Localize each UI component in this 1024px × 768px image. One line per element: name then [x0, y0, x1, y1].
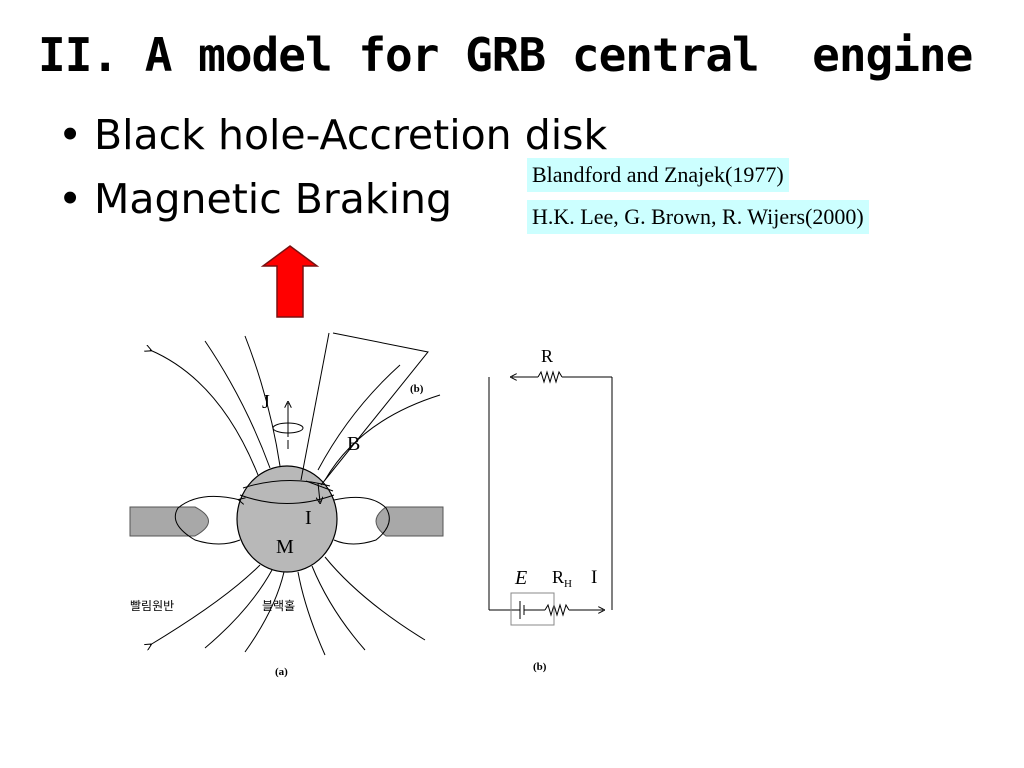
- label-current-i: I: [591, 567, 597, 588]
- figure-b-caption: (b): [533, 661, 547, 673]
- bullet-marker: •: [58, 175, 83, 223]
- black-hole-diagram: [129, 332, 444, 656]
- label-j: J: [262, 391, 270, 413]
- label-i: I: [305, 507, 312, 529]
- accretion-disk-right: [375, 506, 444, 537]
- up-arrow-icon: [260, 245, 320, 318]
- figure-a-caption: (a): [275, 666, 288, 678]
- bullet-list: •Black hole-Accretion disk •Magnetic Bra…: [58, 108, 607, 236]
- reference-box: H.K. Lee, G. Brown, R. Wijers(2000): [527, 200, 869, 234]
- label-rh-main: R: [552, 567, 564, 587]
- bullet-text: Magnetic Braking: [94, 175, 453, 223]
- accretion-disk-left: [129, 506, 209, 537]
- accretion-disk-label: 빨림원반: [130, 599, 174, 613]
- label-e: E: [514, 567, 527, 589]
- black-hole-label: 블랙홀: [262, 599, 295, 613]
- label-b: B: [347, 433, 360, 455]
- black-hole-sphere: [236, 465, 338, 573]
- label-rh: RH: [552, 567, 572, 590]
- circuit-diagram: [488, 370, 613, 626]
- label-b-small: (b): [410, 383, 424, 395]
- label-r: R: [541, 346, 553, 366]
- bullet-item: •Magnetic Braking: [58, 172, 607, 236]
- bullet-item: •Black hole-Accretion disk: [58, 108, 607, 172]
- label-m: M: [276, 536, 294, 558]
- reference-box: Blandford and Znajek(1977): [527, 158, 789, 192]
- bullet-text: Black hole-Accretion disk: [94, 111, 608, 159]
- bullet-marker: •: [58, 111, 83, 159]
- label-rh-sub: H: [564, 578, 572, 590]
- slide-title: II. A model for GRB central engine: [38, 28, 973, 82]
